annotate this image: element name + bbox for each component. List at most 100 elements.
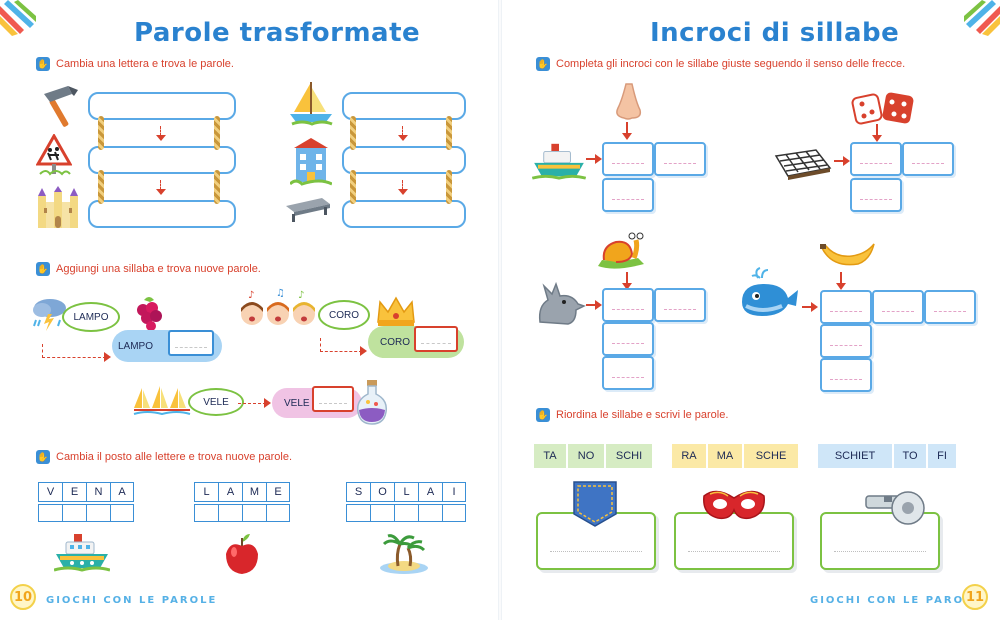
crossword-cell[interactable] — [602, 356, 654, 390]
answer-grid-solai[interactable] — [346, 504, 466, 522]
answer-cell[interactable] — [266, 504, 290, 522]
letter-cell: V — [38, 482, 62, 502]
instruction-add-syllable: ✋ Aggiungi una sillaba e trova nuove par… — [36, 262, 261, 276]
hand-icon: ✋ — [36, 262, 50, 276]
red-arrow-down — [836, 272, 846, 290]
crossword-cell[interactable] — [924, 290, 976, 324]
instruction-change-letter: ✋ Cambia una lettera e trova le parole. — [36, 57, 234, 71]
svg-text:♫: ♫ — [276, 288, 285, 299]
write-box[interactable] — [820, 512, 940, 570]
syllable-tile: RA — [672, 444, 706, 468]
arrowhead — [264, 398, 271, 408]
hand-icon: ✋ — [536, 57, 550, 71]
potion-bottle-icon — [356, 380, 388, 425]
answer-grid-vena[interactable] — [38, 504, 134, 522]
letter-cell: E — [62, 482, 86, 502]
crossword-cell[interactable] — [602, 322, 654, 356]
answer-cell[interactable] — [418, 504, 442, 522]
rope — [214, 170, 220, 204]
boat-icon — [532, 143, 586, 180]
crossword-cell[interactable] — [850, 142, 902, 176]
crossword-cell[interactable] — [654, 142, 706, 176]
down-arrow — [398, 126, 408, 142]
dashed-arrow — [238, 403, 266, 404]
answer-cell[interactable] — [394, 504, 418, 522]
svg-text:♪: ♪ — [248, 290, 254, 301]
answer-box[interactable] — [414, 326, 458, 352]
dashed-arrow — [42, 344, 43, 358]
crossword-cell[interactable] — [602, 288, 654, 322]
crossword-cell[interactable] — [602, 178, 654, 212]
answer-box[interactable] — [312, 386, 354, 412]
word-slot-5[interactable] — [342, 146, 466, 174]
word-slot-1[interactable] — [88, 92, 236, 120]
hand-icon: ✋ — [36, 57, 50, 71]
warning-sign-icon — [36, 134, 72, 176]
word-label: VELE — [203, 396, 229, 408]
castle-icon — [38, 186, 78, 228]
crossword-cell[interactable] — [902, 142, 954, 176]
answer-cell[interactable] — [346, 504, 370, 522]
answer-cell[interactable] — [194, 504, 218, 522]
word-slot-3[interactable] — [88, 200, 236, 228]
crossword-cell[interactable] — [820, 290, 872, 324]
answer-cell[interactable] — [62, 504, 86, 522]
down-arrow — [398, 180, 408, 196]
letters-grid-vena: V E N A — [38, 482, 134, 502]
svg-text:♪: ♪ — [298, 290, 304, 301]
answer-box[interactable] — [168, 330, 214, 356]
syllable-tile: FI — [928, 444, 956, 468]
answer-grid-lame[interactable] — [194, 504, 290, 522]
crossword-cell[interactable] — [850, 178, 902, 212]
arrowhead — [104, 352, 111, 362]
answer-cell[interactable] — [370, 504, 394, 522]
letter-cell: L — [394, 482, 418, 502]
word-slot-2[interactable] — [88, 146, 236, 174]
crown-icon — [377, 296, 415, 326]
banana-icon — [820, 243, 875, 266]
pencils-icon — [964, 0, 1000, 36]
crossword-cell[interactable] — [820, 358, 872, 392]
letter-cell: N — [86, 482, 110, 502]
answer-cell[interactable] — [218, 504, 242, 522]
crossword-cell[interactable] — [654, 288, 706, 322]
storm-cloud-icon — [33, 299, 66, 331]
letter-cell: I — [442, 482, 466, 502]
instruction-text: Cambia una lettera e trova le parole. — [56, 58, 234, 70]
crossword-cell[interactable] — [602, 142, 654, 176]
red-arrow-right — [802, 302, 818, 312]
rope — [98, 116, 104, 150]
mask-icon — [703, 490, 765, 520]
word-label: LAMPO — [118, 340, 154, 352]
footer-label: GIOCHI CON LE PAROLE — [810, 595, 982, 606]
crossword-cell[interactable] — [872, 290, 924, 324]
instruction-reorder-letters: ✋ Cambia il posto alle lettere e trova n… — [36, 450, 292, 464]
answer-cell[interactable] — [110, 504, 134, 522]
word-label: CORO — [329, 309, 359, 321]
syllable-tile: NO — [568, 444, 604, 468]
answer-cell[interactable] — [86, 504, 110, 522]
word-slot-6[interactable] — [342, 200, 466, 228]
write-box[interactable] — [674, 512, 794, 570]
crossword-cell[interactable] — [820, 324, 872, 358]
answer-cell[interactable] — [242, 504, 266, 522]
building-icon — [290, 138, 332, 186]
instruction-complete-crossings: ✋ Completa gli incroci con le sillabe gi… — [536, 57, 905, 71]
letter-cell: A — [218, 482, 242, 502]
red-arrow-down — [622, 272, 632, 290]
pocket-icon — [573, 481, 617, 527]
syllable-tile: SCHIET — [818, 444, 892, 468]
answer-cell[interactable] — [38, 504, 62, 522]
instruction-text: Cambia il posto alle lettere e trova nuo… — [56, 451, 293, 463]
write-line — [834, 551, 926, 552]
answer-cell[interactable] — [442, 504, 466, 522]
snail-icon — [598, 232, 644, 269]
word-slot-4[interactable] — [342, 92, 466, 120]
nose-icon — [616, 83, 642, 120]
syllable-tile: TO — [894, 444, 926, 468]
boat-icon — [54, 534, 110, 572]
word-label: LAMPO — [73, 311, 109, 323]
pencils-icon — [0, 0, 36, 36]
rope — [98, 170, 104, 204]
hammer-icon — [44, 86, 78, 127]
